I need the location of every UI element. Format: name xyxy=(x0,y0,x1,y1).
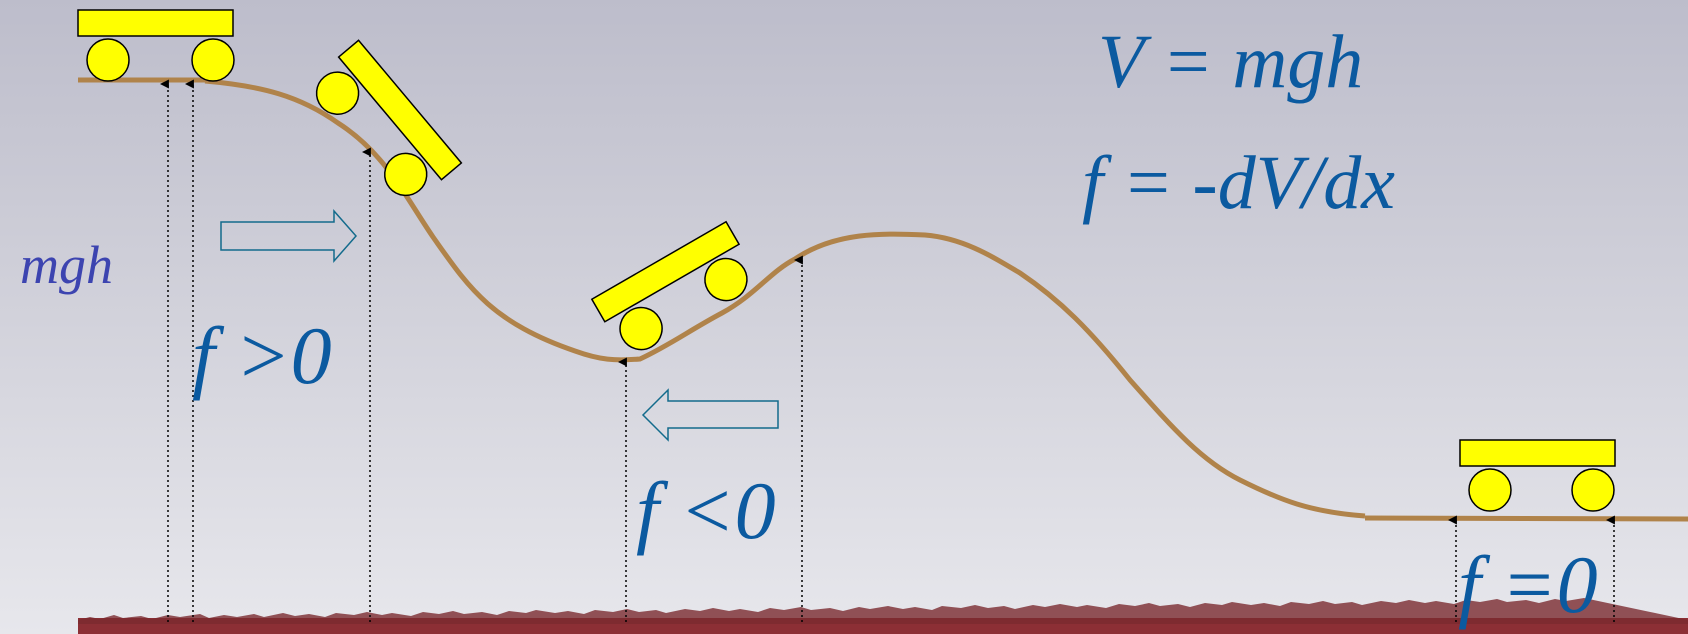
track-end-platform xyxy=(1364,515,1688,522)
force-zero-label: f =0 xyxy=(1458,539,1598,630)
force-positive-label: f >0 xyxy=(192,310,332,401)
ground xyxy=(78,598,1688,634)
track-curve xyxy=(204,78,1366,519)
height-indicators xyxy=(159,79,1615,622)
cart-icon xyxy=(1459,439,1616,512)
height-label: mgh xyxy=(20,235,113,295)
track xyxy=(78,77,1688,522)
force-equation: f = -dV/dx xyxy=(1082,141,1395,225)
arrow-left-icon xyxy=(641,388,779,442)
potential-equation: V = mgh xyxy=(1098,20,1364,104)
force-negative-label: f <0 xyxy=(636,465,776,556)
cart-icon xyxy=(315,39,463,197)
arrow-right-icon xyxy=(220,209,357,263)
cart-icon xyxy=(590,220,748,351)
cart-icon xyxy=(77,9,235,82)
